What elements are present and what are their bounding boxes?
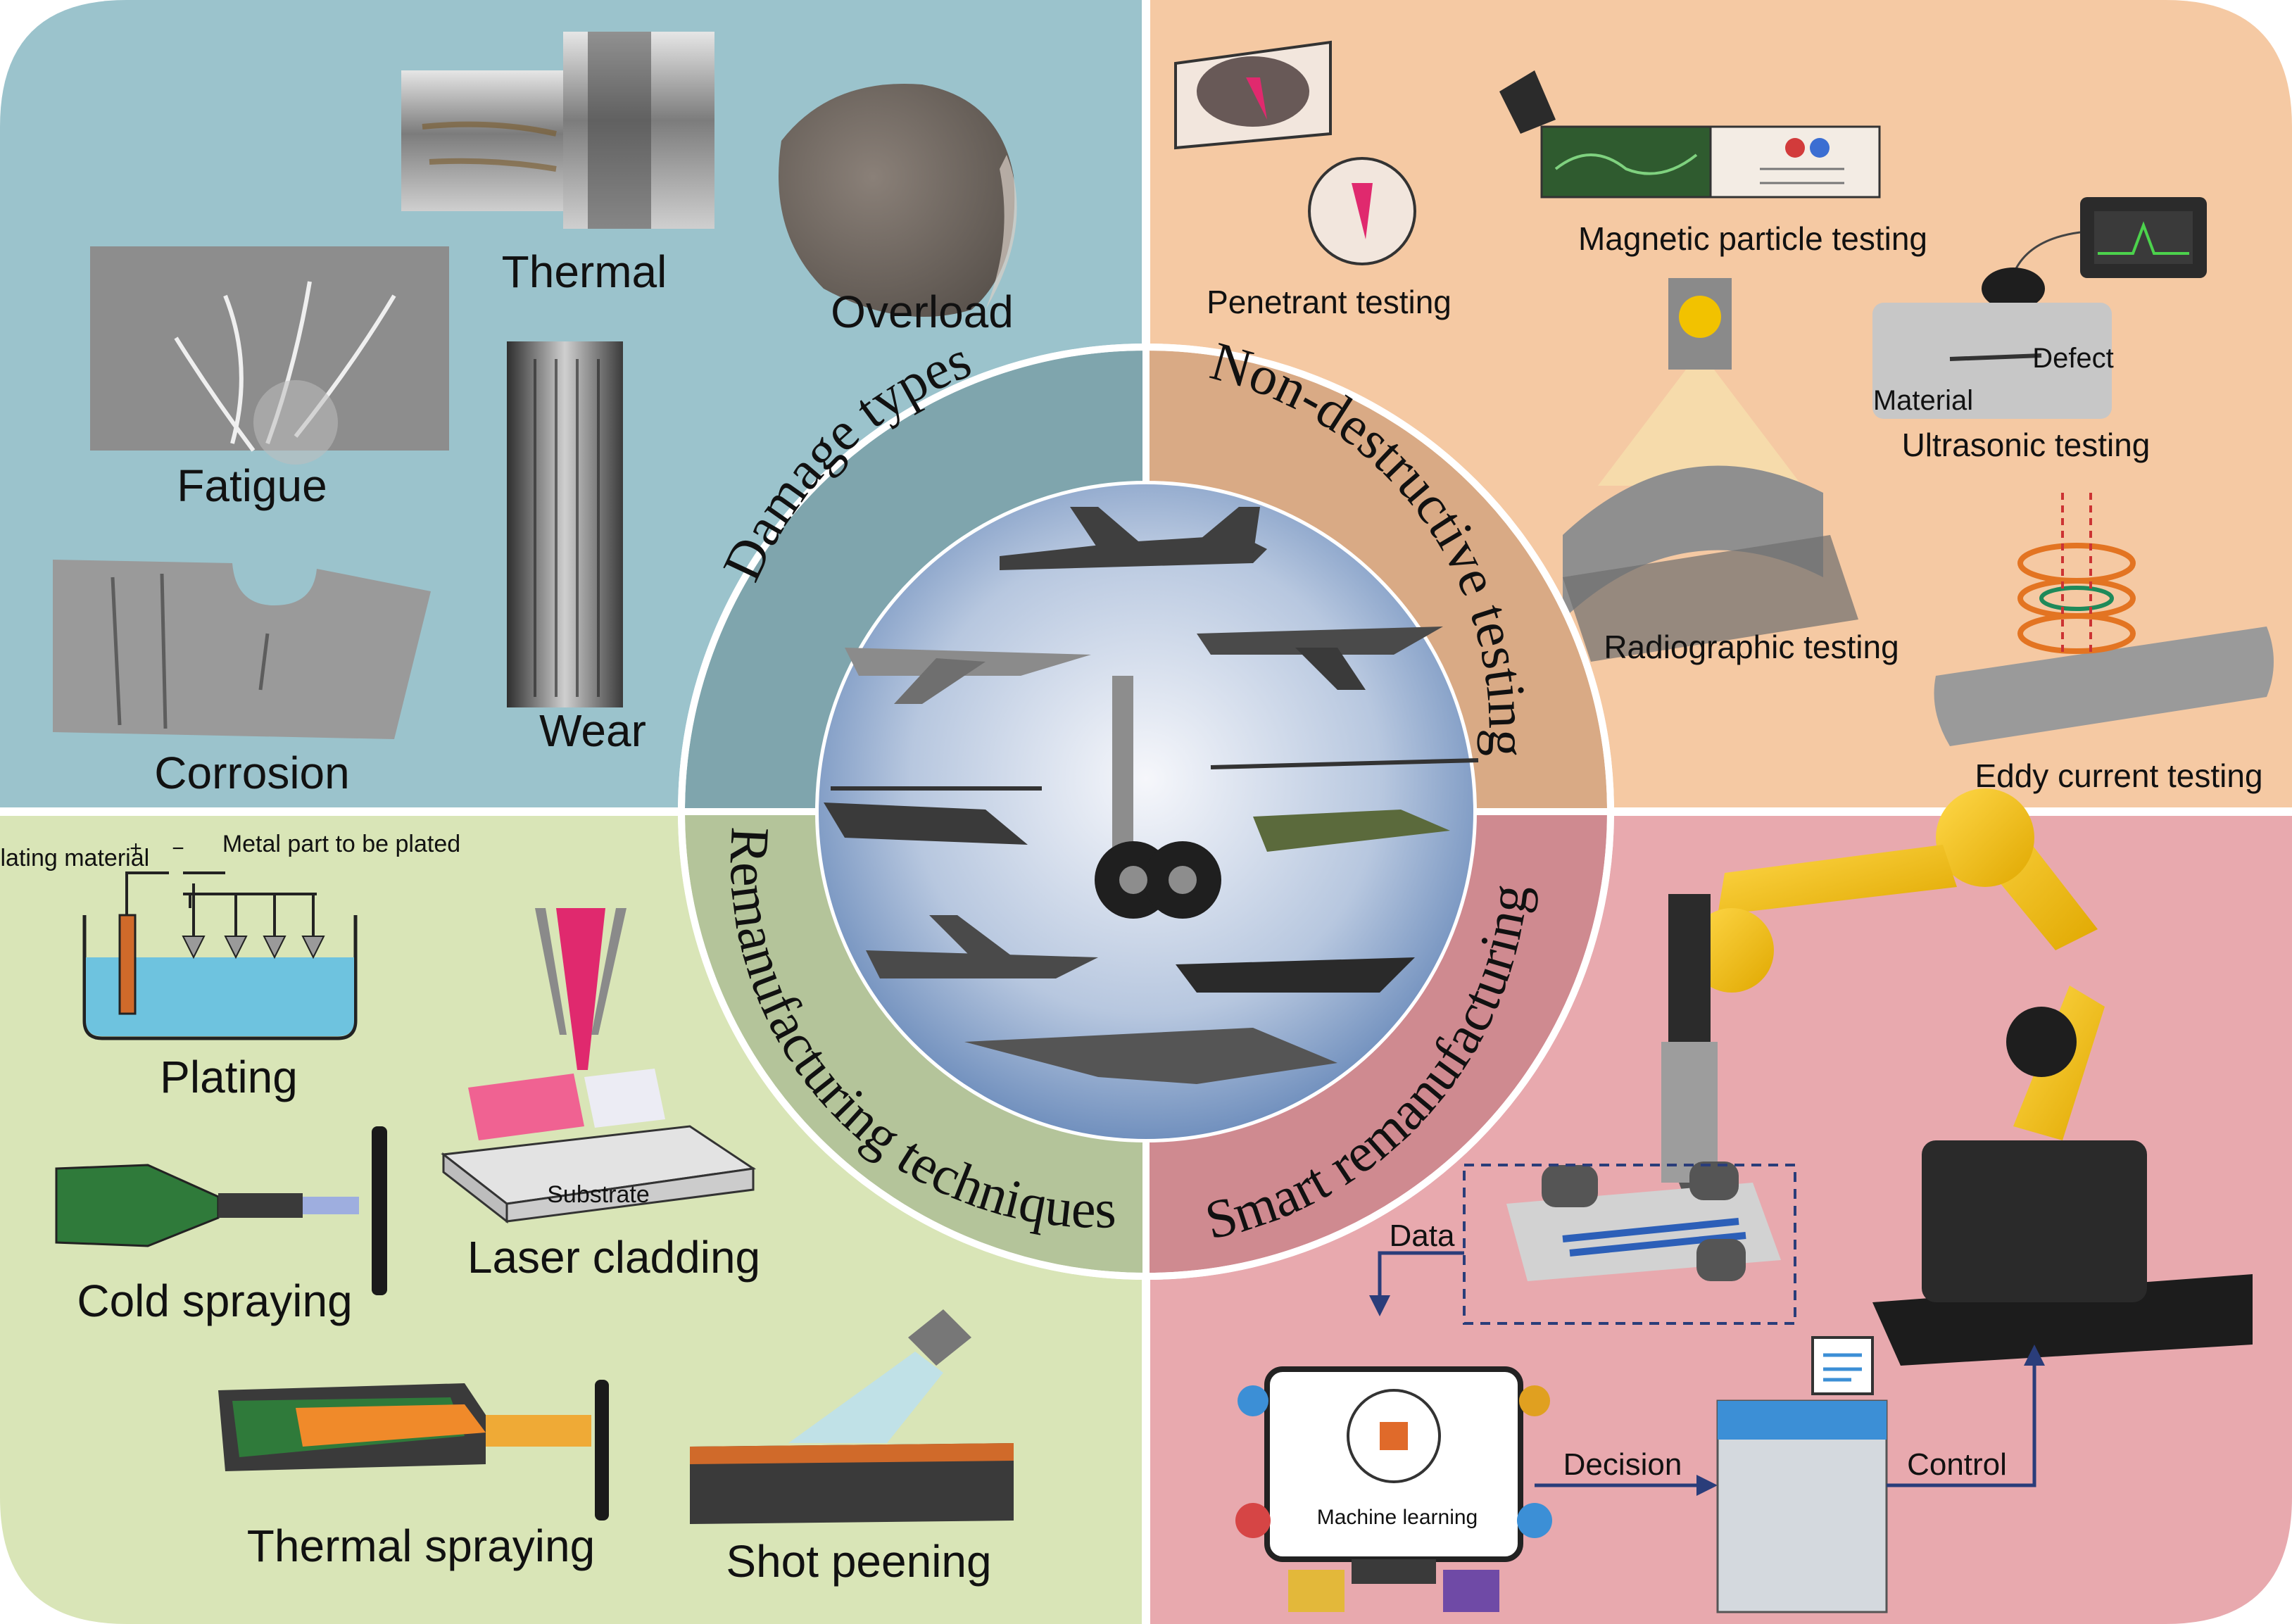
magnetic-particle-testing-label: Magnetic particle testing <box>1578 220 1927 257</box>
shot-peening-label: Shot peening <box>726 1536 991 1587</box>
plus-sign: + <box>130 837 142 860</box>
thermal-spraying-label: Thermal spraying <box>247 1521 595 1571</box>
corrosion-damage-image <box>53 560 431 739</box>
industrial-robot-arm-image <box>1661 788 2253 1366</box>
eddy-current-testing-icon <box>1934 493 2274 746</box>
drone-icon <box>866 915 1098 978</box>
data-label: Data <box>1390 1219 1455 1253</box>
magnetic-particle-testing-icon <box>1499 70 1881 199</box>
shot-peening-diagram <box>690 1309 1014 1524</box>
wear-label: Wear <box>539 705 646 756</box>
remanufacturing-techniques-quadrant: Plating material + − Metal part to be pl… <box>0 831 1014 1587</box>
fatigue-sem-image <box>90 246 449 465</box>
center-ring <box>677 343 1615 1280</box>
fatigue-label: Fatigue <box>177 460 327 511</box>
drone-icon <box>1176 957 1415 993</box>
workpiece-image <box>1506 1162 1781 1281</box>
corrosion-label: Corrosion <box>154 748 349 798</box>
plating-material-label: Plating material <box>0 845 149 871</box>
plating-label: Plating <box>160 1052 298 1102</box>
ultrasonic-testing-icon <box>1872 197 2207 419</box>
laser-cladding-diagram <box>441 908 757 1224</box>
metal-part-label: Metal part to be plated <box>222 831 460 857</box>
cold-spraying-label: Cold spraying <box>77 1276 352 1326</box>
control-arrow <box>1887 1359 2036 1487</box>
defect-label: Defect <box>2032 343 2114 374</box>
decision-label: Decision <box>1563 1447 1682 1482</box>
overload-label: Overload <box>831 287 1014 337</box>
machine-learning-monitor-icon <box>1235 1366 1552 1612</box>
fighter-jet-icon <box>845 648 1091 704</box>
data-arrow <box>1378 1251 1464 1302</box>
fighter-jet-icon <box>1197 627 1443 690</box>
thermal-damage-image <box>401 32 714 229</box>
overload-fracture-image <box>779 84 1015 317</box>
ndt-quadrant: Penetrant testing Magnetic particle test… <box>1174 40 2274 794</box>
transport-aircraft-icon <box>1000 507 1267 570</box>
thermal-label: Thermal <box>502 246 667 297</box>
radiographic-testing-icon <box>1563 278 1858 662</box>
ultrasonic-testing-label: Ultrasonic testing <box>1902 427 2151 463</box>
substrate-label: Substrate <box>547 1181 650 1208</box>
helicopter-icon <box>824 786 1042 845</box>
penetrant-testing-icon <box>1174 40 1416 265</box>
eddy-current-testing-label: Eddy current testing <box>1975 757 2262 794</box>
thermal-spraying-gun-icon <box>218 1380 609 1521</box>
wear-damage-image <box>507 341 623 707</box>
stealth-drone-icon <box>964 1028 1337 1084</box>
damage-types-quadrant: Thermal Overload Fatigue Wear Corrosion <box>53 32 1017 798</box>
cold-spraying-gun-icon <box>55 1126 387 1295</box>
landing-gear-icon <box>1095 676 1221 919</box>
material-label: Material <box>1873 385 1973 416</box>
plating-diagram <box>82 871 358 1040</box>
ring-outer-border <box>678 344 1614 1280</box>
control-computer-icon <box>1716 1336 1888 1613</box>
laser-cladding-label: Laser cladding <box>467 1232 760 1283</box>
machine-learning-label: Machine learning <box>1317 1506 1478 1529</box>
penetrant-testing-label: Penetrant testing <box>1207 284 1452 320</box>
sensing-region-box <box>1463 1164 1796 1325</box>
aircraft-center-circle <box>819 484 1479 1139</box>
helicopter-icon <box>1210 758 1479 852</box>
smart-remanufacturing-quadrant: Data Machine learning Decision Control <box>1235 788 2253 1613</box>
radiographic-testing-label: Radiographic testing <box>1604 629 1899 665</box>
control-label: Control <box>1907 1447 2007 1482</box>
minus-sign: − <box>172 837 184 860</box>
